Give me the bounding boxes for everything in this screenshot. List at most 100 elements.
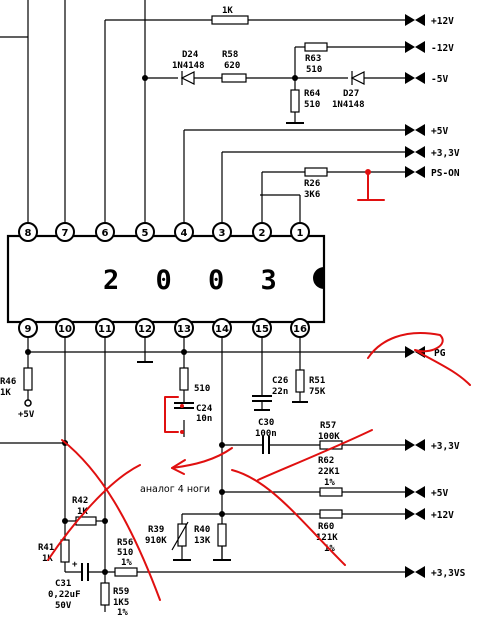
resistor-510: 510 [179, 367, 210, 394]
r46-value: 1K [0, 388, 11, 398]
pin-12: 12 [138, 324, 152, 335]
pin-6: 6 [102, 228, 109, 239]
resistor-r26: R26 3K6 [304, 167, 328, 200]
junction [219, 489, 225, 495]
r42-name: R42 [72, 496, 88, 506]
r60-value: 121K [316, 533, 338, 543]
net-p33v: +3,3V [431, 148, 460, 159]
c26-name: C26 [272, 376, 288, 386]
r26-name: R26 [304, 179, 320, 189]
resistor-r64: R64 510 [290, 89, 321, 113]
r62-value: 22K1 [318, 467, 340, 477]
junction [102, 518, 108, 524]
r57-value: 100K [318, 432, 340, 442]
junction [292, 75, 298, 81]
net-m12v: -12V [431, 43, 454, 54]
d24-name: D24 [182, 50, 199, 60]
diode-d27: D27 1N4148 [332, 71, 365, 110]
junction [219, 511, 225, 517]
r58-name: R58 [222, 50, 238, 60]
resistor-r63: R63 510 [304, 42, 328, 75]
junction [62, 518, 68, 524]
r59-value: 1K5 [113, 598, 129, 608]
net-p5v-left: +5V [18, 410, 35, 420]
r60-name: R60 [318, 522, 334, 532]
r64-name: R64 [304, 89, 321, 99]
red-annotations [47, 169, 471, 601]
pin-4: 4 [181, 228, 188, 239]
net-p33v-b: +3,3V [431, 441, 460, 452]
r26-value: 3K6 [304, 190, 320, 200]
capacitor-c30: C30 100n [255, 418, 277, 454]
pin-9: 9 [25, 324, 32, 335]
r58-value: 620 [224, 61, 240, 71]
pin-5: 5 [142, 228, 149, 239]
r39-value: 910K [145, 536, 167, 546]
c31-volt: 50V [55, 601, 72, 611]
r59-name: R59 [113, 587, 129, 597]
r40-name: R40 [194, 525, 210, 535]
net-p12v: +12V [431, 16, 454, 27]
r56-name: R56 [117, 538, 133, 548]
pin-8: 8 [25, 228, 32, 239]
pin-16: 16 [293, 324, 307, 335]
c24-value: 10n [196, 414, 212, 424]
diode-d24: D24 1N4148 [172, 50, 205, 85]
net-p12v-b: +12V [431, 510, 454, 521]
bottom-pins: 9 10 11 12 13 14 15 16 [18, 318, 310, 338]
capacitor-c26: C26 22n [252, 376, 288, 402]
net-pson: PS-ON [431, 168, 460, 179]
c24-name: C24 [196, 404, 213, 414]
net-p5v-b: +5V [431, 488, 448, 499]
r64-value: 510 [304, 100, 320, 110]
connector-arrows-top [405, 14, 425, 178]
pin-11: 11 [98, 324, 112, 335]
r56-tol: 1% [121, 558, 132, 568]
r63-value: 510 [306, 65, 322, 75]
d27-name: D27 [343, 89, 359, 99]
r51-name: R51 [309, 376, 325, 386]
pin-15: 15 [255, 324, 269, 335]
junction [142, 75, 148, 81]
pin-3: 3 [219, 228, 226, 239]
r-510-value: 510 [194, 384, 210, 394]
c30-value: 100n [255, 429, 277, 439]
ic-label: 2 0 0 3 [103, 265, 287, 296]
r40-value: 13K [194, 536, 211, 546]
connector-arrows-bottom [405, 346, 425, 578]
resistor-r51: R51 75K [295, 369, 326, 397]
r-top-label: 1K [222, 6, 233, 16]
d24-value: 1N4148 [172, 61, 205, 71]
capacitor-c31: + C31 0,22uF 50V [48, 560, 89, 611]
pin-14: 14 [215, 324, 229, 335]
top-wires [0, 0, 405, 223]
net-pg: PG [434, 348, 446, 359]
c26-value: 22n [272, 387, 288, 397]
c30-name: C30 [258, 418, 274, 428]
r56-value: 510 [117, 548, 133, 558]
svg-text:+: + [72, 560, 78, 570]
r46-name: R46 [0, 377, 16, 387]
r51-value: 75K [309, 387, 326, 397]
resistor-1k-top: 1K [211, 6, 249, 25]
resistor-r42: R42 1K [72, 496, 97, 526]
pin-13: 13 [177, 324, 191, 335]
junction [25, 349, 31, 355]
junction [219, 442, 225, 448]
resistor-r62: R62 22K1 1% [318, 456, 343, 497]
pin-7: 7 [62, 228, 69, 239]
top-pins: 8 7 6 5 4 3 2 1 [18, 222, 310, 242]
resistor-r46: R46 1K +5V [0, 367, 35, 420]
r42-value: 1K [77, 507, 88, 517]
capacitor-c24: C24 10n [174, 402, 213, 424]
resistor-r58: R58 620 [221, 50, 247, 83]
resistor-r40: R40 13K [194, 523, 227, 547]
pin-2: 2 [259, 228, 266, 239]
r57-name: R57 [320, 421, 336, 431]
junction [181, 349, 187, 355]
resistor-r59: R59 1K5 1% [100, 582, 129, 618]
c31-value: 0,22uF [48, 590, 81, 600]
r41-name: R41 [38, 543, 54, 553]
bottom-wires [0, 337, 405, 612]
